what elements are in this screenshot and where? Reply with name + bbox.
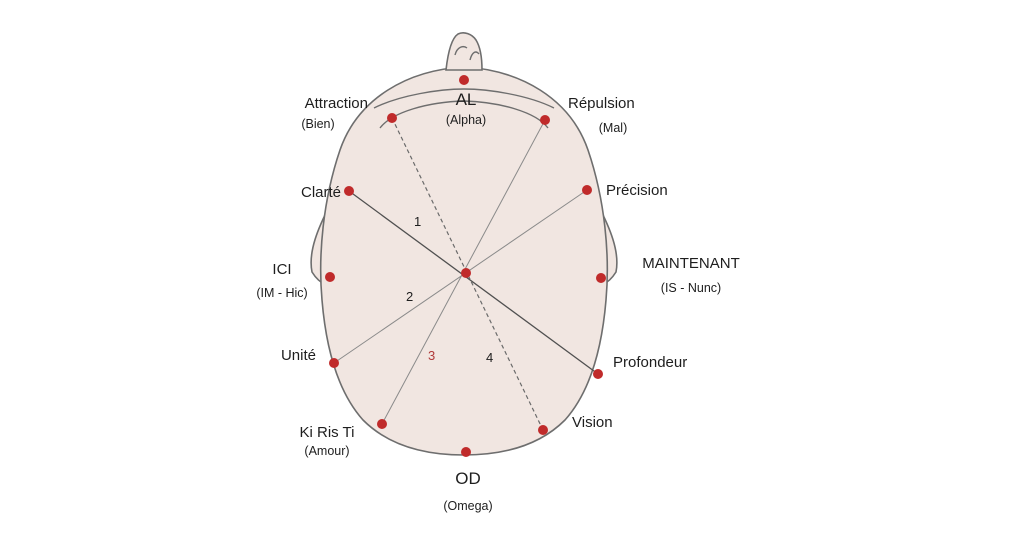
point-ici	[325, 272, 335, 282]
brow-inner	[379, 100, 549, 129]
point-precision	[582, 185, 592, 195]
point-clarte	[344, 186, 354, 196]
line-number-2: 2	[406, 289, 413, 304]
point-kiristi	[377, 419, 387, 429]
axis-unite-precision	[333, 189, 588, 364]
label-od: OD	[455, 469, 481, 488]
label-unite: Unité	[281, 347, 316, 364]
label-vision: Vision	[572, 414, 613, 431]
label-al-sub: (Alpha)	[446, 113, 486, 127]
label-repulsion: Répulsion	[568, 95, 635, 112]
label-od-sub: (Omega)	[443, 499, 492, 513]
label-precision: Précision	[606, 182, 668, 199]
brow-outer	[373, 88, 555, 109]
label-ici: ICI	[272, 261, 291, 278]
line-number-4: 4	[486, 350, 493, 365]
label-repulsion-sub: (Mal)	[599, 121, 627, 135]
line-number-1: 1	[414, 214, 421, 229]
label-attraction: Attraction	[305, 95, 368, 112]
label-kiristi-sub: (Amour)	[304, 444, 349, 458]
label-kiristi: Ki Ris Ti	[299, 424, 354, 441]
label-attraction-sub: (Bien)	[301, 117, 334, 131]
label-al: AL	[456, 90, 477, 109]
point-profondeur	[593, 369, 603, 379]
line-number-3: 3	[428, 348, 435, 363]
nose-detail	[454, 46, 480, 61]
point-center	[461, 268, 471, 278]
point-maintenant	[596, 273, 606, 283]
point-attraction	[387, 113, 397, 123]
point-repulsion	[540, 115, 550, 125]
point-vision	[538, 425, 548, 435]
label-maintenant: MAINTENANT	[642, 255, 740, 272]
label-maintenant-sub: (IS - Nunc)	[661, 281, 721, 295]
nose	[445, 32, 483, 71]
point-od	[461, 447, 471, 457]
label-ici-sub: (IM - Hic)	[256, 286, 307, 300]
label-profondeur: Profondeur	[613, 354, 687, 371]
point-unite	[329, 358, 339, 368]
point-al	[459, 75, 469, 85]
label-clarte: Clarté	[301, 184, 341, 201]
axis-attraction-vision	[391, 117, 544, 431]
axis-clarte-profondeur	[348, 190, 599, 375]
